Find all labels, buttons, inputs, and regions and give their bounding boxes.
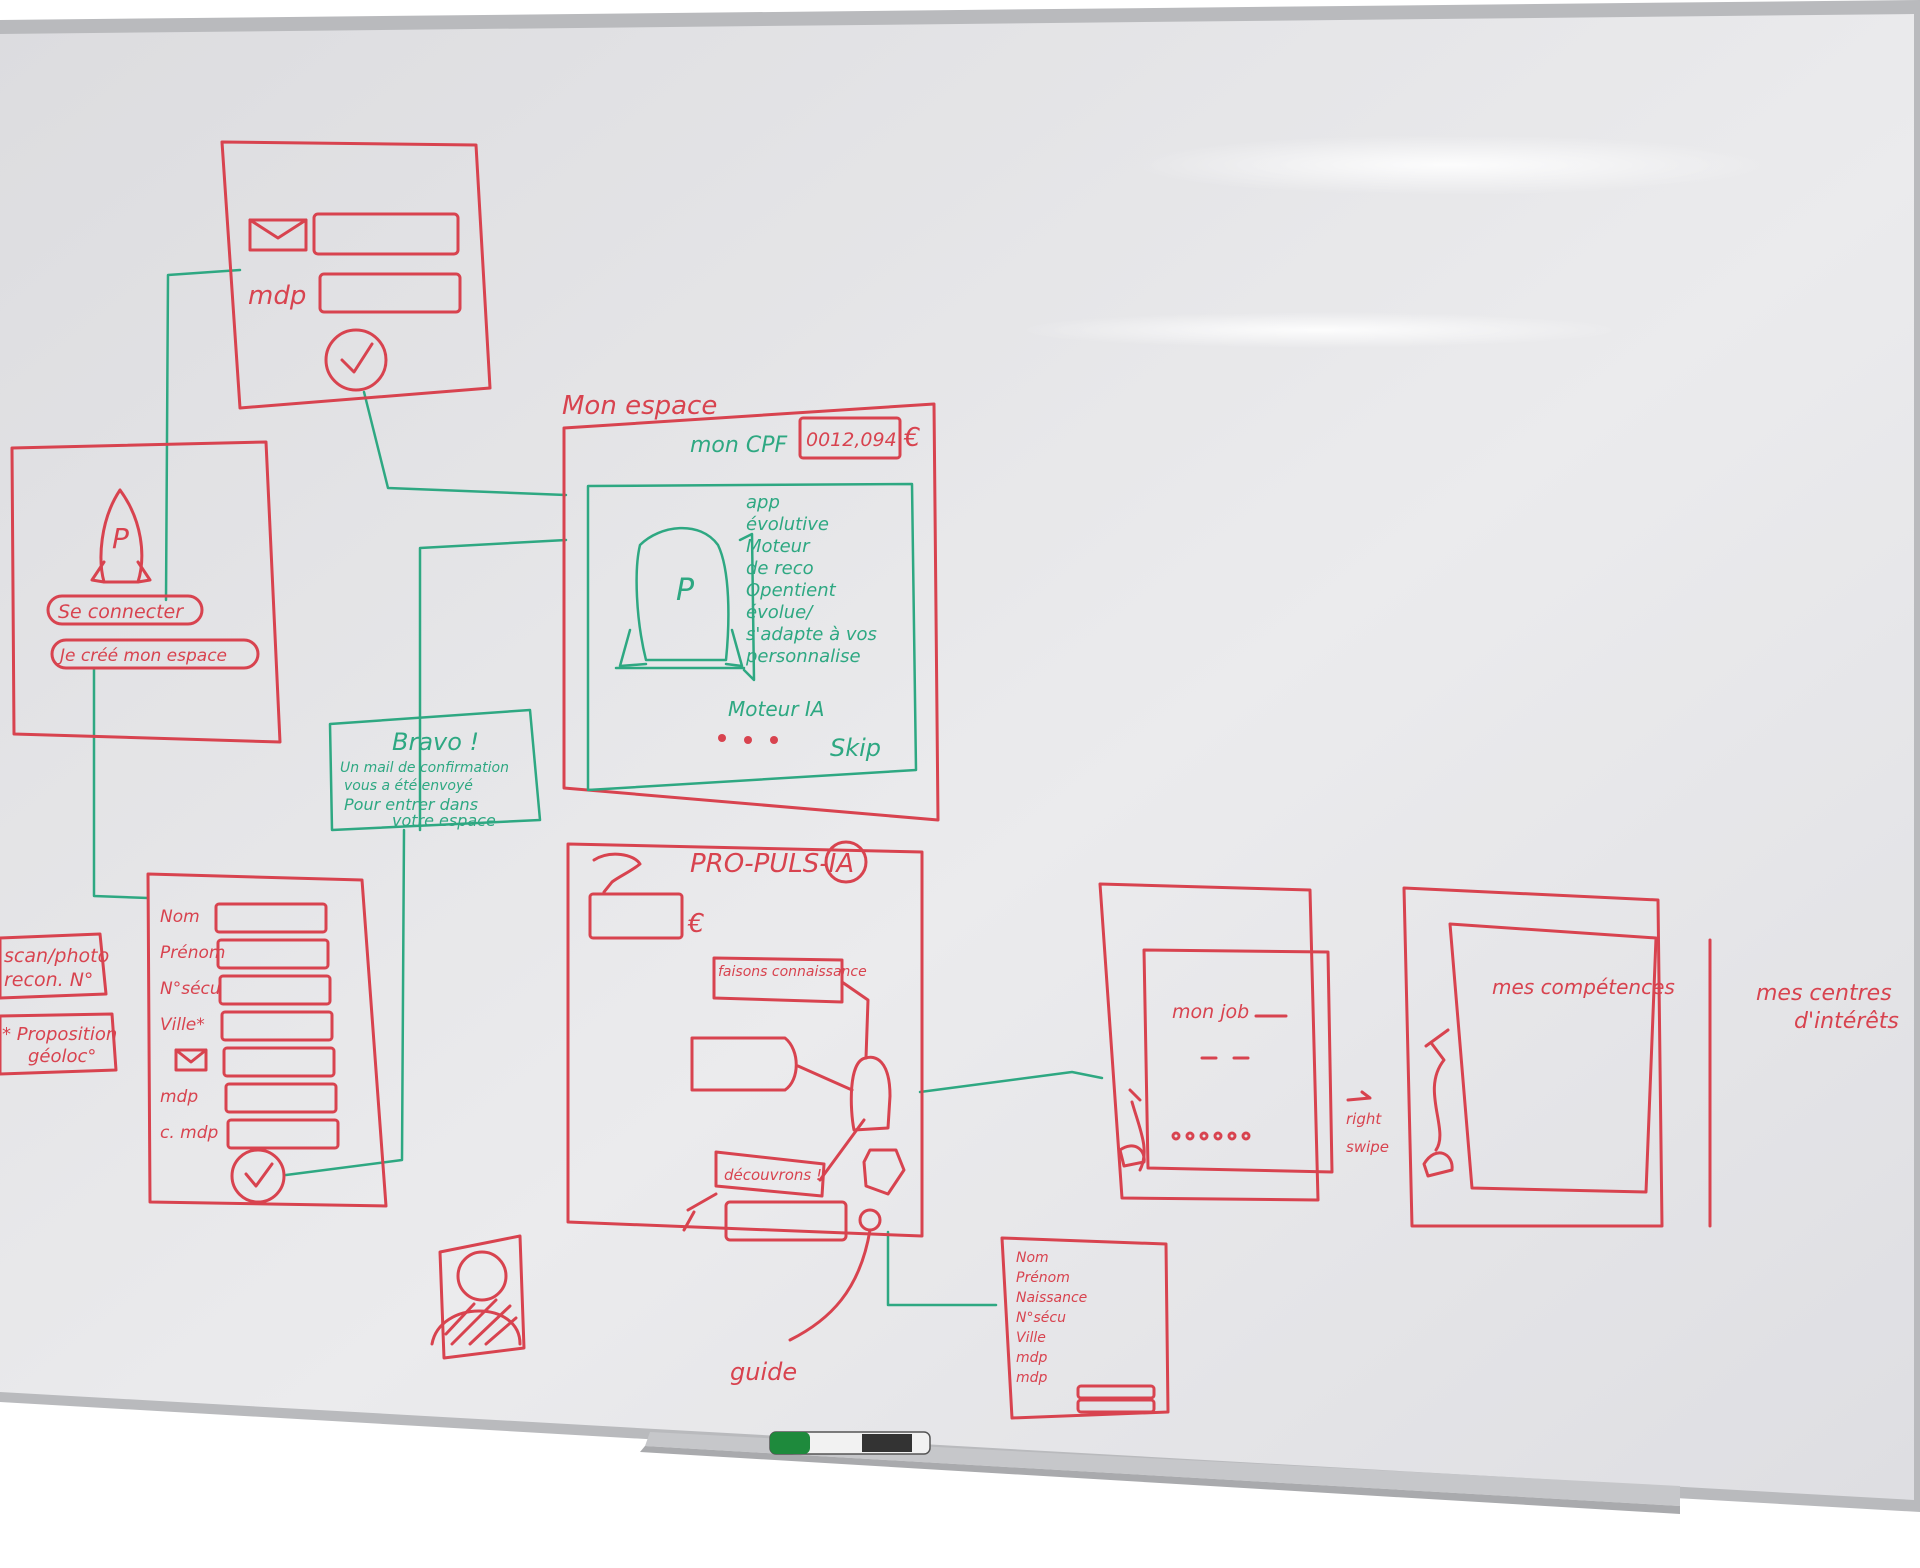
signup-field-box xyxy=(218,974,332,1006)
signup-field-label: c. mdp xyxy=(160,1123,219,1143)
board-surface xyxy=(0,14,1914,1500)
profile-item: mdp xyxy=(1016,1370,1048,1386)
jobs-screen-sketch: mon job right swipe xyxy=(1098,882,1389,1202)
password-field-sketch xyxy=(318,272,462,314)
scan-note-line-2: recon. N° xyxy=(4,969,93,991)
connect-button-sketch xyxy=(46,594,204,626)
avatar-sketch xyxy=(430,1234,526,1360)
cpf-currency: € xyxy=(903,423,921,453)
onboarding-text-line: app xyxy=(746,492,780,513)
tag-bottom: découvrons ! xyxy=(724,1166,822,1184)
profile-item: Naissance xyxy=(1016,1290,1087,1306)
cpf-label: mon CPF xyxy=(690,433,787,458)
my-space-sketch: Mon espace mon CPF 0012,094 € P appévolu… xyxy=(562,391,940,822)
onboarding-text-line: évolue/ xyxy=(746,602,814,623)
signup-field-label: Ville* xyxy=(160,1015,205,1035)
tag-top: faisons connaissance xyxy=(718,964,867,980)
signup-field-label: N°sécu xyxy=(160,979,221,999)
onboarding-text-line: évolutive xyxy=(746,514,829,535)
envelope-icon xyxy=(174,1048,208,1072)
signup-field-label: Prénom xyxy=(160,943,225,963)
bubble-line-2: vous a été envoyé xyxy=(344,778,473,794)
guide-label: guide xyxy=(730,1358,797,1386)
bubble-line-3: Pour entrer dans xyxy=(344,795,478,814)
jobs-label: mon job xyxy=(1172,1001,1249,1023)
pager-dot xyxy=(718,734,726,742)
pager-dot xyxy=(770,736,778,744)
profile-item: Nom xyxy=(1016,1250,1049,1266)
create-button-label: Je créé mon espace xyxy=(57,646,227,666)
cpf-value-box xyxy=(798,416,902,460)
welcome-screen-sketch: P Se connecter Je créé mon espace xyxy=(10,440,282,744)
balance-box xyxy=(588,892,684,940)
skills-screen-sketch: mes compétences xyxy=(1402,886,1712,1228)
dashboard-sketch: PRO-PULS-IA € faisons connaissance décou… xyxy=(566,840,924,1386)
interests-line-1: mes centres xyxy=(1756,981,1892,1006)
balance-currency: € xyxy=(687,909,705,939)
rocket-letter: P xyxy=(112,522,129,555)
jobs-pager xyxy=(1171,1131,1251,1141)
onboarding-text-line: de reco xyxy=(746,558,814,579)
create-button-sketch xyxy=(50,638,260,670)
signup-field-label: mdp xyxy=(160,1087,198,1107)
profile-item: N°sécu xyxy=(1016,1310,1066,1326)
signup-field-label: Nom xyxy=(160,907,200,927)
onboarding-text-line: s'adapte à vos xyxy=(746,624,877,645)
signup-field-box xyxy=(216,938,330,970)
light-reflection xyxy=(1020,312,1620,348)
bubble-line-4: votre espace xyxy=(392,811,496,830)
profile-item: mdp xyxy=(1016,1350,1048,1366)
signup-field-box xyxy=(222,1046,336,1078)
signup-field-box xyxy=(214,902,328,934)
login-screen-sketch: mdp xyxy=(220,140,492,410)
email-field-sketch xyxy=(312,212,460,256)
geoloc-note-line-1: * Proposition xyxy=(2,1024,117,1045)
interests-note: mes centres d'intérêts xyxy=(1756,981,1899,1034)
swipe-label-1: right xyxy=(1346,1110,1382,1128)
onboarding-text-line: Moteur xyxy=(746,536,811,557)
mdp-label: mdp xyxy=(248,281,306,311)
signup-field-box xyxy=(220,1010,334,1042)
bravo-title: Bravo ! xyxy=(392,728,479,756)
cpf-value: 0012,094 xyxy=(806,429,897,451)
onboarding-text-line: Opentient xyxy=(746,580,837,601)
my-space-title: Mon espace xyxy=(562,391,717,421)
pager-dot xyxy=(744,736,752,744)
profile-item: Prénom xyxy=(1016,1270,1070,1286)
onboarding-text-line: personnalise xyxy=(745,646,861,667)
interests-line-2: d'intérêts xyxy=(1794,1009,1899,1034)
skills-label: mes compétences xyxy=(1492,975,1675,999)
bubble-line-1: Un mail de confirmation xyxy=(340,760,509,776)
geoloc-note-sketch: * Proposition géoloc° xyxy=(0,1012,118,1076)
onboarding-rocket-letter: P xyxy=(676,573,695,608)
swipe-label-2: swipe xyxy=(1346,1138,1389,1156)
engine-label: Moteur IA xyxy=(728,697,824,721)
green-marker xyxy=(769,1431,931,1455)
connect-button-label: Se connecter xyxy=(58,601,184,623)
tray-shadow xyxy=(640,1446,1680,1514)
geoloc-note-line-2: géoloc° xyxy=(28,1046,96,1067)
light-reflection xyxy=(1130,135,1770,195)
signup-field-box xyxy=(224,1082,338,1114)
confirmation-bubble-sketch: Bravo ! Un mail de confirmation vous a é… xyxy=(328,708,542,832)
skip-label: Skip xyxy=(830,734,881,762)
flow-connectors xyxy=(92,268,1104,1307)
signup-field-box xyxy=(226,1118,340,1150)
profile-item: Ville xyxy=(1016,1330,1046,1346)
scan-note-sketch: scan/photo recon. N° xyxy=(0,932,109,1000)
scan-note-line-1: scan/photo xyxy=(4,945,109,967)
